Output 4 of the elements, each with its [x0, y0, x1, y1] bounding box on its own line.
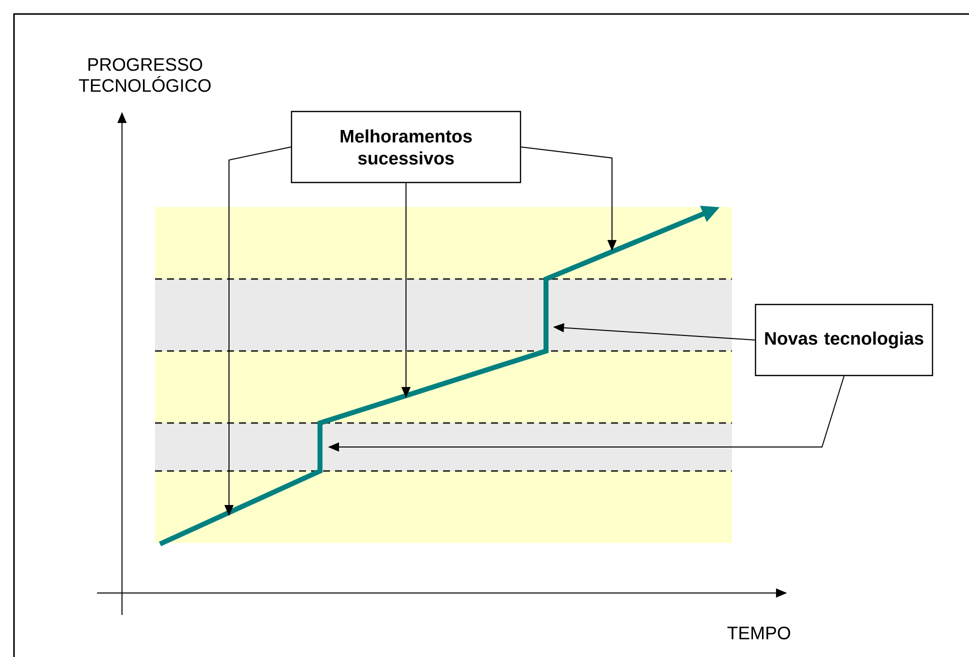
axis-label: TEMPO [727, 626, 790, 640]
callout-box: Novas tecnologias [754, 304, 934, 376]
callout-box: Melhoramentos sucessivos [290, 110, 522, 184]
axis-label: PROGRESSO TECNOLÓGICO [78, 58, 211, 92]
